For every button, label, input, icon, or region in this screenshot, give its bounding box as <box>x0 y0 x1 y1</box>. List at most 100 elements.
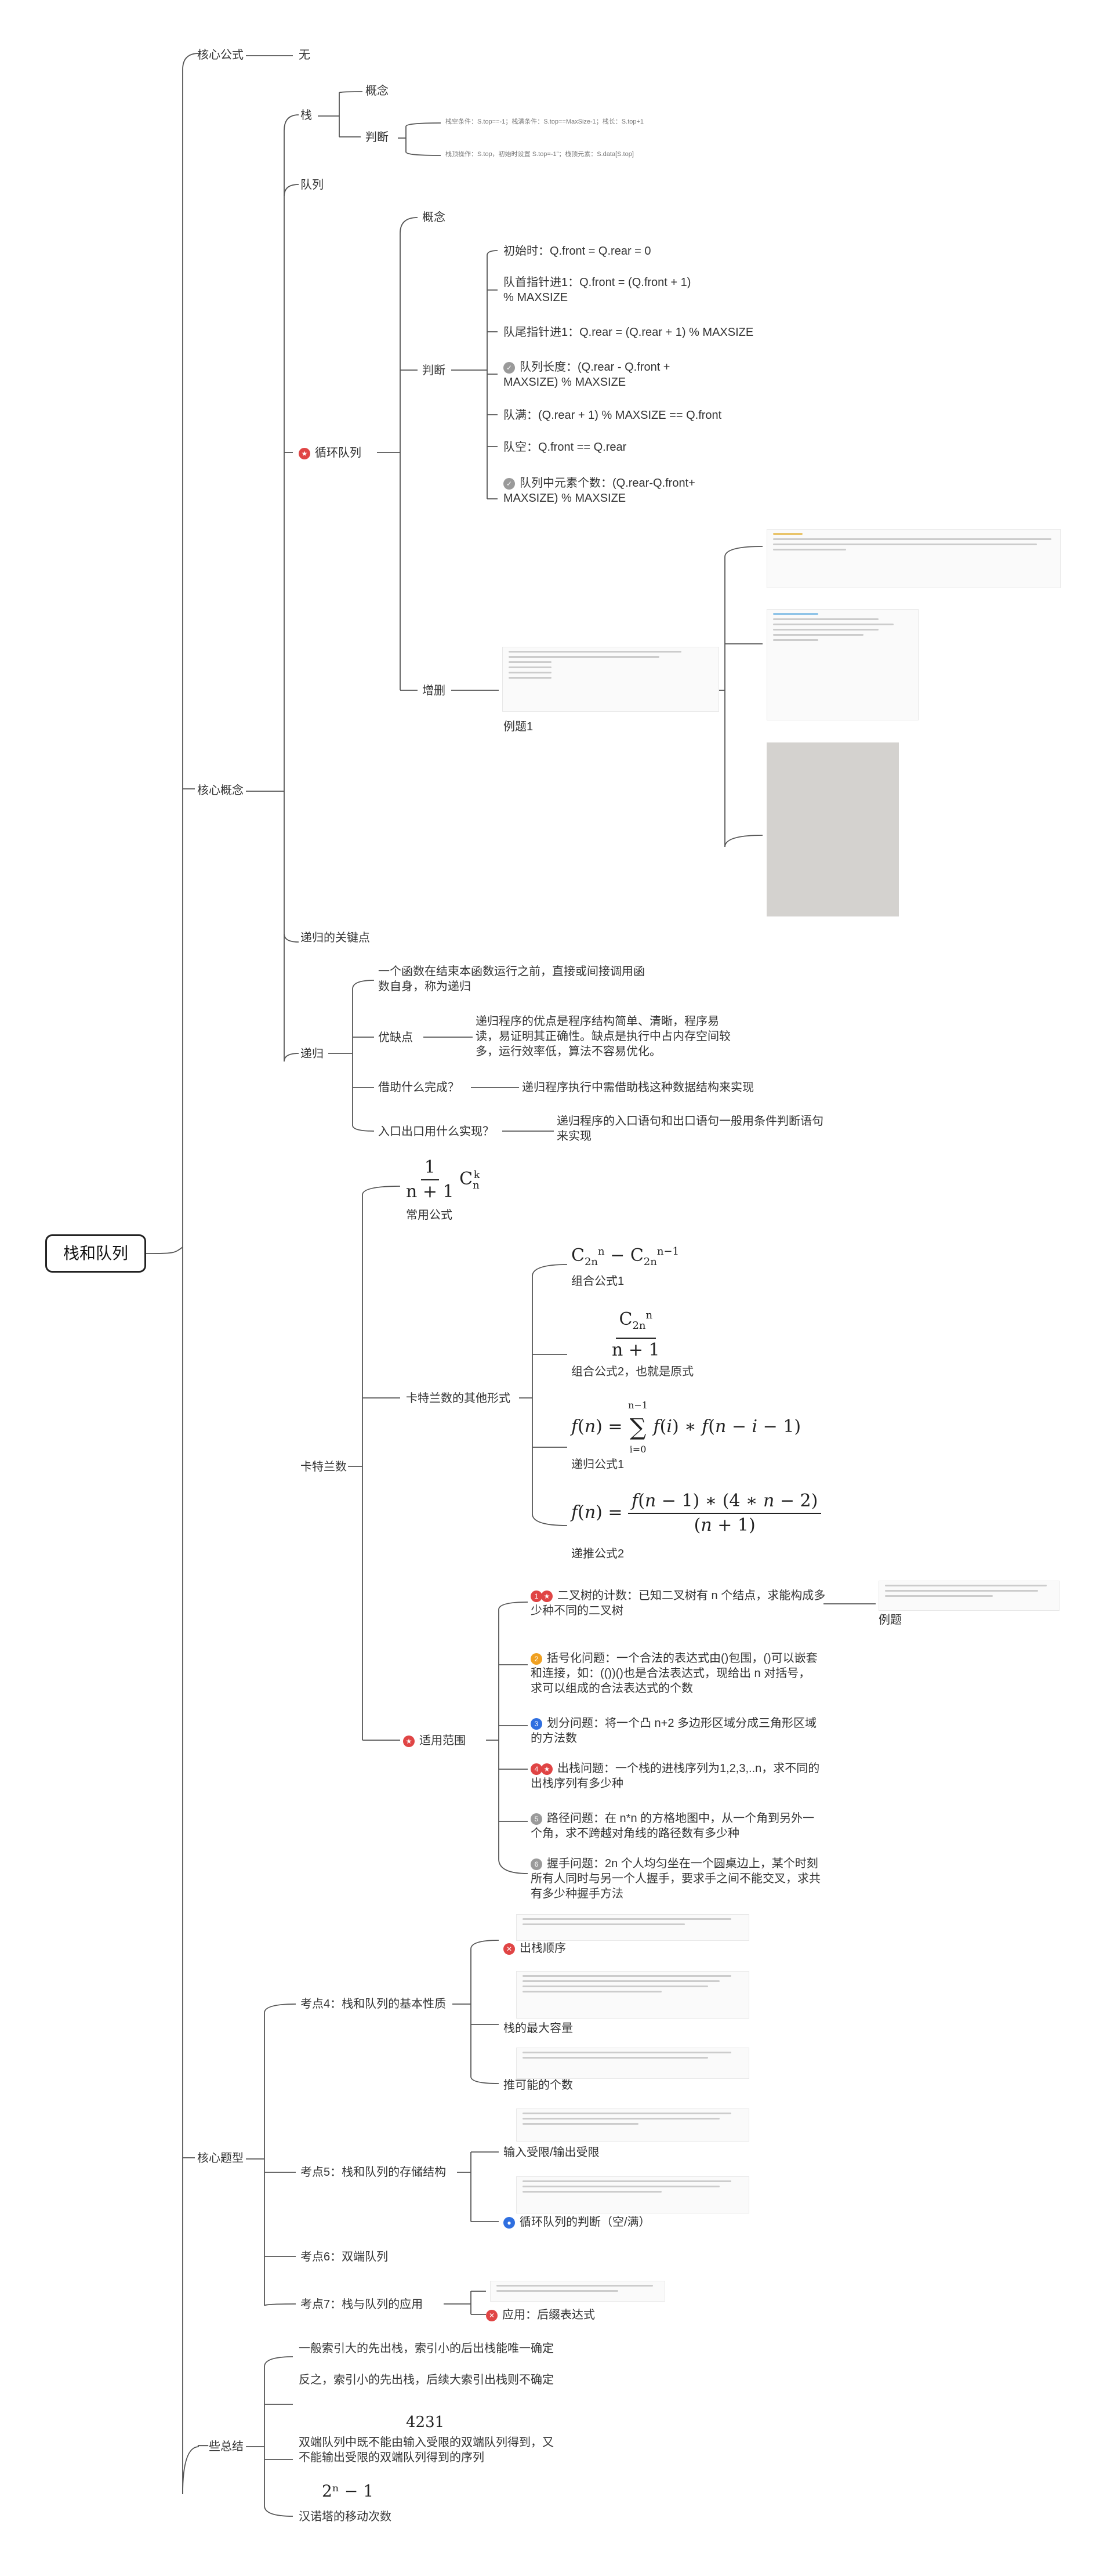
node-recursion-io[interactable]: 递归程序的入口语句和出口语句一般用条件判断语句来实现 <box>557 1115 823 1143</box>
node-recursion-def[interactable]: 一个函数在结束本函数运行之前，直接或间接调用函数自身，称为递归 <box>378 965 645 993</box>
circular-queue-label: 循环队列 <box>315 447 361 459</box>
example-question-image <box>502 647 719 712</box>
node-k7[interactable]: 考点7：栈与队列的应用 <box>300 2298 423 2311</box>
node-queue-empty[interactable]: 队空：Q.front == Q.rear <box>503 441 627 454</box>
catalan-apps-label: 适用范围 <box>419 1734 466 1747</box>
node-core-formula[interactable]: 核心公式 <box>197 49 244 61</box>
node-k4-b[interactable]: 栈的最大容量 <box>503 2022 573 2035</box>
k5-b-label: 循环队列的判断（空/满） <box>520 2216 651 2229</box>
node-stack-judge-2[interactable]: 栈顶操作：S.top，初始时设置 S.top=-1”；栈顶元素：S.data[S… <box>445 151 634 158</box>
node-stack-judge[interactable]: 判断 <box>365 131 389 144</box>
formula-rec-1: f(n) = n−1∑i=0 f(i) ∗ f(n − i − 1) <box>571 1400 801 1455</box>
node-comb1-label[interactable]: 组合公式1 <box>571 1275 625 1288</box>
app-2-text: 括号化问题：一个合法的表达式由()包围，()可以嵌套和连接，如：(())()也是… <box>531 1652 818 1695</box>
k5-question-image-1 <box>516 2108 749 2142</box>
app-4-text: 出栈问题：一个栈的进栈序列为1,2,3,..n，求不同的出栈序列有多少种 <box>531 1762 820 1790</box>
node-queue-judge[interactable]: 判断 <box>422 364 445 377</box>
app-5-text: 路径问题：在 n*n 的方格地图中，从一个角到另外一个角，求不跨越对角线的路径数… <box>531 1812 815 1840</box>
node-k4-a[interactable]: ✕ 出栈顺序 <box>503 1941 566 1956</box>
node-queue-insert-delete[interactable]: 增删 <box>422 684 445 697</box>
node-recursion-how[interactable]: 递归程序执行中需借助栈这种数据结构来实现 <box>522 1081 754 1094</box>
k4-question-image-2 <box>516 1971 749 2019</box>
k4-question-image-1 <box>516 1914 749 1941</box>
node-summary-4-math[interactable]: 2ⁿ − 1 <box>322 2481 374 2501</box>
answer-screenshot-1 <box>767 529 1061 588</box>
node-stack-concept[interactable]: 概念 <box>365 85 389 97</box>
node-queue-concept[interactable]: 概念 <box>422 211 445 224</box>
node-recursion-pros[interactable]: 递归程序的优点是程序结构简单、清晰，程序易读，易证明其正确性。缺点是执行中占内存… <box>476 1015 731 1058</box>
node-recursion-io-label[interactable]: 入口出口用什么实现？ <box>378 1125 494 1138</box>
node-summary-1[interactable]: 一般索引大的先出栈，索引小的后出栈能唯一确定 <box>299 2342 554 2355</box>
node-catalan-other-forms[interactable]: 卡特兰数的其他形式 <box>406 1392 510 1405</box>
node-queue-count[interactable]: ✓队列中元素个数：(Q.rear-Q.front+ MAXSIZE) % MAX… <box>503 476 706 506</box>
node-k4-c[interactable]: 推可能的个数 <box>503 2079 573 2092</box>
node-summary-3[interactable]: 双端队列中既不能由输入受限的双端队列得到，又不能输出受限的双端队列得到的序列 <box>299 2436 554 2464</box>
star-badge-icon: ★ <box>403 1735 415 1747</box>
node-stack-judge-1[interactable]: 栈空条件：S.top==-1；栈满条件：S.top==MaxSize-1；栈长：… <box>445 118 644 125</box>
node-queue-front-inc[interactable]: 队首指针进1：Q.front = (Q.front + 1) % MAXSIZE <box>503 276 691 304</box>
node-core-concepts[interactable]: 核心概念 <box>197 784 244 797</box>
star-badge-icon: ★ <box>299 447 310 459</box>
node-recursion-key[interactable]: 递归的关键点 <box>300 932 370 944</box>
root-node[interactable]: 栈和队列 <box>45 1234 146 1273</box>
node-app-4[interactable]: 4★出栈问题：一个栈的进栈序列为1,2,3,..n，求不同的出栈序列有多少种 <box>531 1761 821 1791</box>
formula-comb-1: C2nn − C2nn−1 <box>571 1245 679 1268</box>
node-queue-init[interactable]: 初始时：Q.front = Q.rear = 0 <box>503 245 651 258</box>
node-core-questions[interactable]: 核心题型 <box>197 2152 244 2165</box>
node-k7-a[interactable]: ✕ 应用：后缀表达式 <box>486 2307 595 2323</box>
close-badge-icon: ✕ <box>503 1943 515 1955</box>
node-summary[interactable]: 一些总结 <box>197 2440 244 2453</box>
node-catalan-apps[interactable]: ★ 适用范围 <box>403 1733 466 1748</box>
node-example-1[interactable]: 例题1 <box>503 720 534 733</box>
check-icon: ✓ <box>503 361 515 374</box>
node-k5-a[interactable]: 输入受限/输出受限 <box>503 2146 600 2159</box>
number-3-badge-icon: 3 <box>531 1718 542 1730</box>
node-k5[interactable]: 考点5：栈和队列的存储结构 <box>300 2166 447 2179</box>
node-k6[interactable]: 考点6：双端队列 <box>300 2251 389 2263</box>
node-core-formula-value[interactable]: 无 <box>299 49 310 61</box>
k7-a-label: 应用：后缀表达式 <box>502 2309 595 2321</box>
k5-question-image-2 <box>516 2176 749 2213</box>
node-catalan-common-label[interactable]: 常用公式 <box>406 1209 452 1222</box>
check-icon: ✓ <box>503 477 515 490</box>
node-recursion-pros-label[interactable]: 优缺点 <box>378 1031 413 1044</box>
node-queue-full[interactable]: 队满：(Q.rear + 1) % MAXSIZE == Q.front <box>503 409 722 422</box>
node-circular-queue[interactable]: ★ 循环队列 <box>299 445 361 461</box>
node-app-1[interactable]: 1★二叉树的计数：已知二叉树有 n 个结点，求能构成多少种不同的二叉树 <box>531 1588 826 1618</box>
queue-length-label: 队列长度：(Q.rear - Q.front + MAXSIZE) % MAXS… <box>503 361 670 389</box>
node-k4[interactable]: 考点4：栈和队列的基本性质 <box>300 1998 447 2010</box>
node-catalan[interactable]: 卡特兰数 <box>300 1461 347 1473</box>
node-recursion-how-label[interactable]: 借助什么完成？ <box>378 1081 459 1094</box>
node-summary-4[interactable]: 汉诺塔的移动次数 <box>299 2510 391 2523</box>
node-summary-2[interactable]: 反之，索引小的先出栈，后续大索引出栈则不确定 <box>299 2374 554 2386</box>
node-rec2-label[interactable]: 递推公式2 <box>571 1548 625 1560</box>
number-4-badge-icon: 4 <box>531 1763 542 1775</box>
app-1-text: 二叉树的计数：已知二叉树有 n 个结点，求能构成多少种不同的二叉树 <box>531 1589 826 1617</box>
node-app-1-example[interactable]: 例题 <box>879 1614 902 1626</box>
circle-badge-icon: ● <box>503 2216 515 2229</box>
number-1-badge-icon: 1 <box>531 1590 542 1602</box>
close-badge-icon: ✕ <box>486 2309 498 2321</box>
node-queue[interactable]: 队列 <box>300 179 324 191</box>
k4-a-label: 出栈顺序 <box>520 1942 566 1955</box>
node-comb2-label[interactable]: 组合公式2，也就是原式 <box>571 1365 694 1378</box>
example-question-image-2 <box>879 1581 1060 1611</box>
node-queue-rear-inc[interactable]: 队尾指针进1：Q.rear = (Q.rear + 1) % MAXSIZE <box>503 326 754 339</box>
formula-rec-2: f(n) = f(n − 1) ∗ (4 ∗ n − 2)(n + 1) <box>571 1491 822 1536</box>
app-6-text: 握手问题：2n 个人均匀坐在一个圆桌边上，某个时刻所有人同时与另一个人握手，要求… <box>531 1857 821 1900</box>
node-stack[interactable]: 栈 <box>300 109 312 122</box>
number-6-badge-icon: 6 <box>531 1858 542 1870</box>
node-k5-b[interactable]: ● 循环队列的判断（空/满） <box>503 2215 651 2230</box>
node-queue-length[interactable]: ✓队列长度：(Q.rear - Q.front + MAXSIZE) % MAX… <box>503 360 712 390</box>
app-3-text: 划分问题：将一个凸 n+2 多边形区域分成三角形区域的方法数 <box>531 1717 817 1745</box>
k7-question-image <box>490 2281 665 2302</box>
node-recursion[interactable]: 递归 <box>300 1048 324 1060</box>
node-rec1-label[interactable]: 递归公式1 <box>571 1458 625 1471</box>
node-summary-3-number[interactable]: 4231 <box>406 2414 445 2431</box>
